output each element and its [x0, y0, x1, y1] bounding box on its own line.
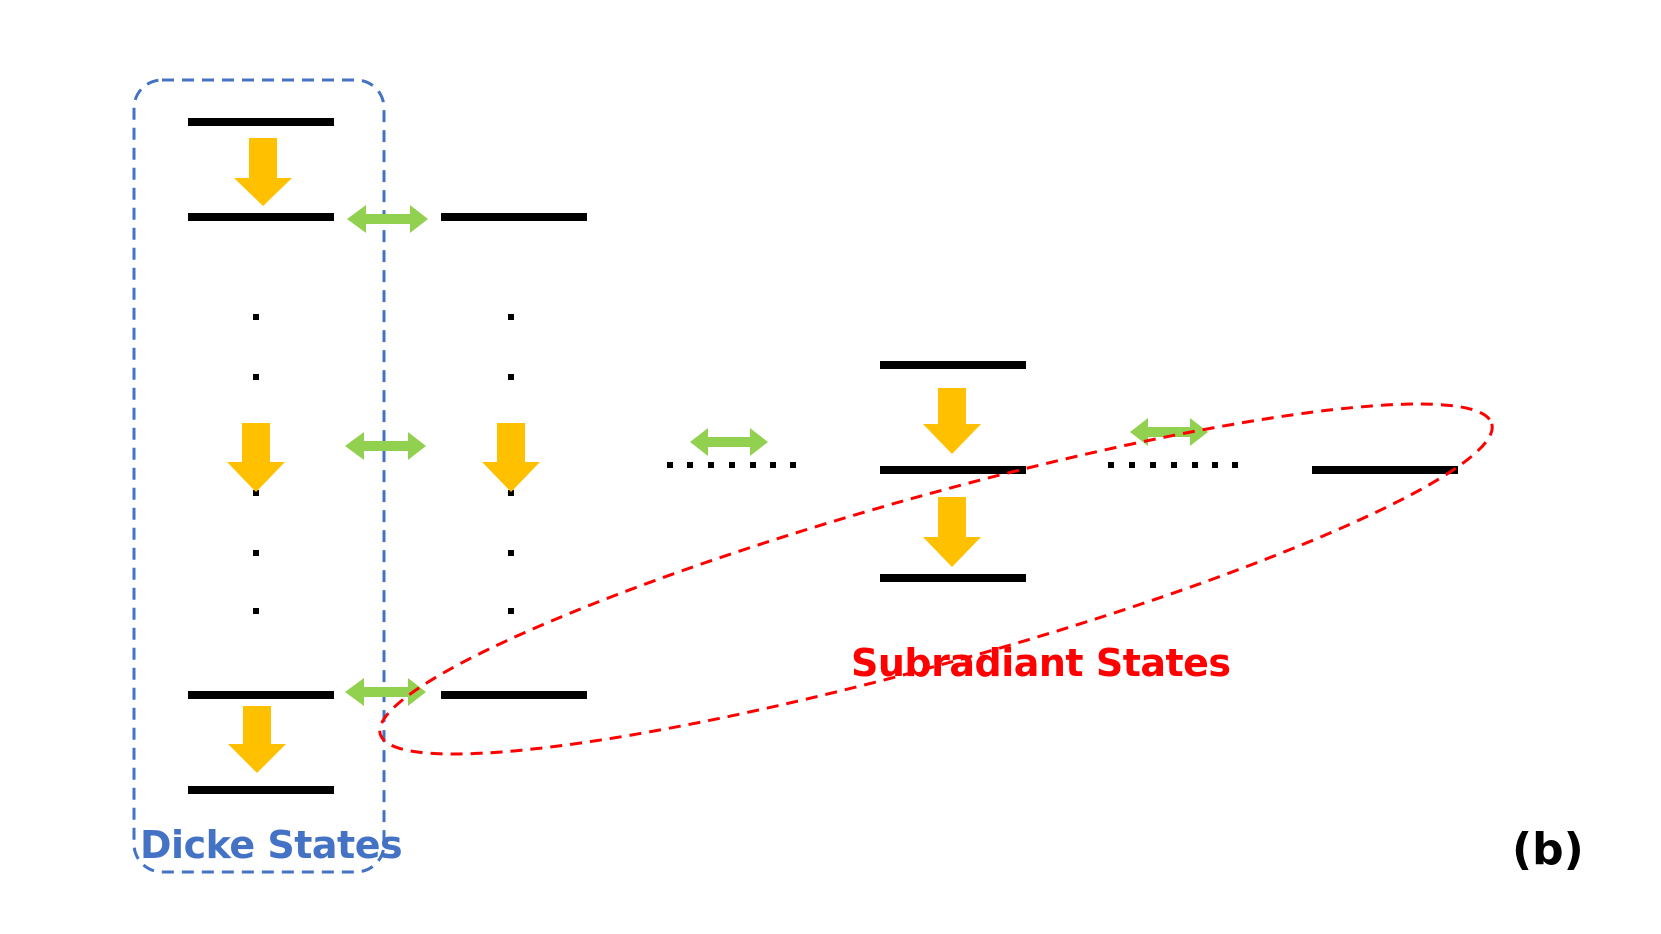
- down-arrow-icon: [227, 423, 285, 492]
- dicke-ladder: [188, 118, 334, 794]
- double-headed-arrow-icon: [345, 678, 426, 706]
- double-headed-arrow-icon: [347, 205, 428, 233]
- energy-level: [880, 466, 1026, 474]
- energy-level: [880, 574, 1026, 582]
- coupling-arrows: [345, 205, 1208, 706]
- energy-level: [188, 213, 334, 221]
- dicke-states-label: Dicke States: [140, 823, 403, 867]
- subradiant-states-label: Subradiant States: [851, 641, 1231, 685]
- double-headed-arrow-icon: [1130, 418, 1208, 446]
- down-arrow-icon: [923, 497, 981, 567]
- vertical-dots-icon: [253, 314, 259, 614]
- energy-level: [1312, 466, 1458, 474]
- second-ladder: [441, 213, 587, 699]
- panel-label: (b): [1512, 824, 1584, 875]
- down-arrow-icon: [482, 423, 540, 492]
- down-arrow-icon: [234, 138, 292, 206]
- double-headed-arrow-icon: [690, 428, 768, 456]
- energy-level: [188, 786, 334, 794]
- decay-arrows: [227, 138, 981, 773]
- horizontal-dots-icon: [667, 462, 796, 468]
- energy-level: [441, 213, 587, 221]
- vertical-dots-icon: [508, 314, 514, 614]
- horizontal-dots-icon: [1108, 462, 1238, 468]
- energy-level: [880, 361, 1026, 369]
- subradiant-states-ellipse: [378, 402, 1494, 756]
- third-ladder: [880, 361, 1026, 582]
- energy-level: [188, 691, 334, 699]
- double-headed-arrow-icon: [345, 432, 426, 460]
- energy-level: [188, 118, 334, 126]
- energy-level: [441, 691, 587, 699]
- down-arrow-icon: [923, 388, 981, 454]
- dicke-states-box: [132, 78, 386, 874]
- down-arrow-icon: [228, 706, 286, 773]
